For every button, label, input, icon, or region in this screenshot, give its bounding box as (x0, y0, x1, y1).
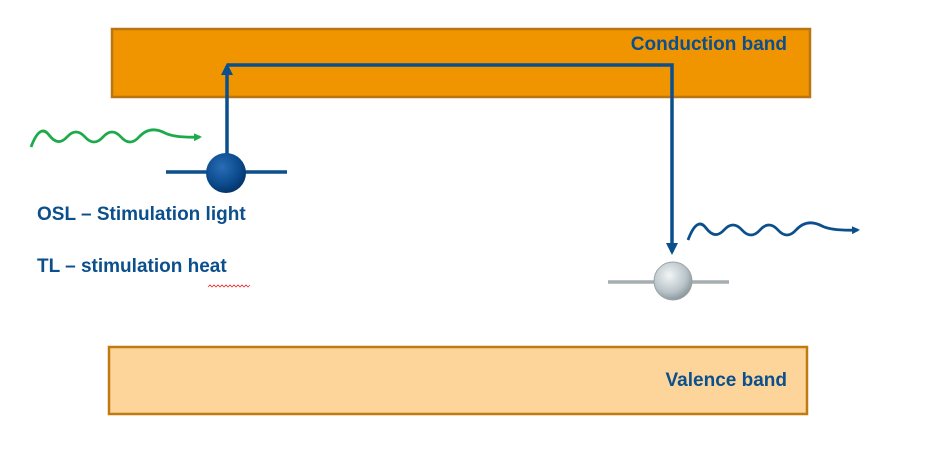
spellcheck-underline (207, 284, 251, 288)
valence-band: Valence band (107, 345, 809, 416)
electron-transport-path (227, 63, 678, 255)
conduction-band: Conduction band (110, 27, 812, 99)
stimulation-light-wave (29, 128, 202, 148)
recombination-center (653, 261, 693, 301)
trapped-electron (206, 153, 246, 193)
emitted-light-wave (686, 221, 860, 241)
osl-label: OSL – Stimulation light (37, 204, 246, 225)
tl-label: TL – stimulation heat (37, 256, 227, 277)
conduction-band-label: Conduction band (631, 34, 787, 55)
valence-band-label: Valence band (666, 370, 787, 391)
